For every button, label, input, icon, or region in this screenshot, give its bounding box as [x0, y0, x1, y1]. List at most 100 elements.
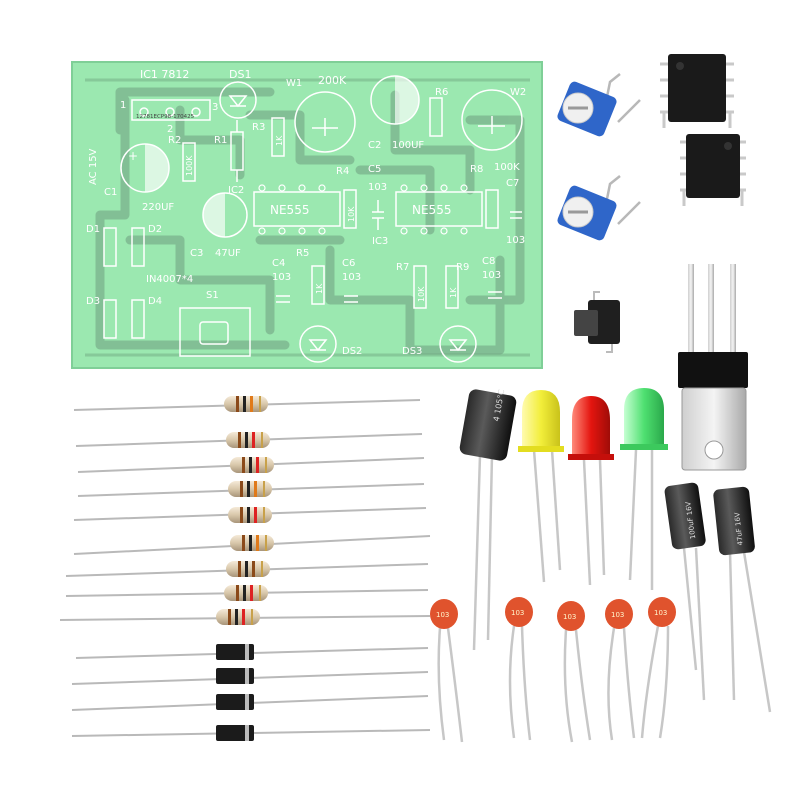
ic1-footprint: [131, 99, 211, 121]
resistor-7: [65, 561, 429, 577]
ds1-footprint: [219, 81, 257, 119]
c3-value: 47UF: [215, 248, 241, 259]
electrolytic-capacitor-small-2: 47uF 16V: [713, 486, 772, 713]
r3-label: R3: [252, 122, 265, 133]
c7-label: C7: [506, 178, 519, 189]
r1-r2-r3-footprints: [182, 117, 285, 182]
r8-value: 100K: [494, 162, 520, 173]
r5-footprint: [311, 265, 325, 305]
trimmer-pot-2: [557, 175, 641, 241]
c1-label: C1: [104, 187, 117, 198]
ds1-label: DS1: [229, 68, 251, 81]
diode-row: [71, 644, 431, 741]
resistor-5: [73, 507, 427, 523]
c4-footprint: [276, 295, 290, 303]
w1-value: 200K: [318, 74, 347, 87]
electrolytic-capacitor-small-1: 100uF 16V: [664, 482, 706, 701]
c7-value: 103: [506, 235, 525, 246]
c6-value: 103: [342, 272, 361, 283]
resistor-1: [73, 396, 421, 412]
ac-label: AC 15V: [88, 148, 99, 185]
r6-label: R6: [435, 87, 448, 98]
r9-footprint: [445, 265, 459, 309]
w2-label: W2: [510, 87, 526, 98]
r4-footprint: [343, 189, 357, 229]
pin1-label: 1: [120, 100, 126, 111]
push-button: [574, 291, 620, 353]
pcb-board: IC1 7812 DS1 1 2 12781ECP98-170425 3 + C…: [71, 61, 543, 369]
r3-value: 1K: [275, 135, 284, 146]
d1-d4-footprints: [103, 227, 145, 339]
ic3-footprint: [395, 184, 483, 235]
c2-footprint: [370, 75, 420, 125]
r4-label: R4: [336, 166, 349, 177]
c3-label: C3: [190, 248, 203, 259]
resistor-8: [65, 585, 429, 601]
s1-footprint: [179, 307, 251, 357]
electrolytic-capacitor-large: 4 105°C: [459, 388, 517, 651]
diode-2: [71, 668, 429, 685]
c2-value: 100UF: [392, 140, 424, 151]
c8-footprint: [488, 291, 502, 299]
r5-label: R5: [296, 248, 309, 259]
ic3-chip: NE555: [412, 203, 451, 217]
c1-footprint: +: [120, 143, 170, 193]
ceramic-2-code: 103: [511, 609, 524, 617]
d2-label: D2: [148, 224, 162, 235]
d3-label: D3: [86, 296, 100, 307]
resistor-row: [59, 396, 431, 625]
c6-label: C6: [342, 258, 355, 269]
ic2-chip: NE555: [270, 203, 309, 217]
c4-value: 103: [272, 272, 291, 283]
ds3-footprint: [439, 325, 477, 363]
c5-footprint: [372, 200, 384, 230]
ic2-label: IC2: [228, 185, 244, 196]
c8-label: C8: [482, 256, 495, 267]
r5-value: 1K: [315, 283, 324, 294]
d1-label: D1: [86, 224, 100, 235]
ic2-footprint: [253, 184, 341, 235]
pin2-label: 2: [167, 124, 173, 135]
ceramic-capacitor-4: 103: [605, 599, 636, 741]
ceramic-capacitor-1: 103: [430, 599, 464, 743]
resistor-3: [77, 457, 425, 473]
resistor-2: [75, 432, 423, 448]
c5-value: 103: [368, 182, 387, 193]
pcb-traces: [95, 87, 525, 355]
ceramic-capacitor-2: 103: [505, 597, 533, 741]
led-red: [568, 396, 614, 586]
w1-label: W1: [286, 78, 302, 89]
c1-value: 220UF: [142, 202, 174, 213]
diode-3: [71, 694, 429, 711]
diode-4: [71, 725, 431, 741]
resistor-4: [77, 481, 425, 497]
small-cap-2-text: 47uF 16V: [733, 512, 744, 546]
ne555-chip-2: [680, 134, 746, 206]
ic1-label: IC1 7812: [140, 68, 189, 81]
led-green: [620, 388, 668, 590]
ds2-footprint: [299, 325, 337, 363]
ceramic-capacitor-5: 103: [640, 597, 676, 739]
svg-text:+: +: [128, 149, 138, 163]
w2-footprint: [461, 89, 523, 151]
diode-1: [75, 644, 429, 660]
c8-value: 103: [482, 270, 501, 281]
r7-value: 10K: [417, 286, 426, 302]
ds3-label: DS3: [402, 346, 422, 357]
c3-footprint: [202, 192, 248, 238]
c6-footprint: [344, 295, 358, 303]
c5-label: C5: [368, 164, 381, 175]
s1-label: S1: [206, 290, 219, 301]
r1-label: R1: [214, 135, 227, 146]
r8-label: R8: [470, 164, 483, 175]
ic3-label: IC3: [372, 236, 388, 247]
diode-note: IN4007*4: [146, 274, 193, 285]
ceramic-5-code: 103: [654, 609, 667, 617]
r2-label: R2: [168, 135, 181, 146]
d4-label: D4: [148, 296, 162, 307]
r8-footprint: [485, 189, 499, 229]
ds2-label: DS2: [342, 346, 362, 357]
r4-value: 10K: [347, 206, 356, 222]
c7-footprint: [510, 211, 522, 219]
